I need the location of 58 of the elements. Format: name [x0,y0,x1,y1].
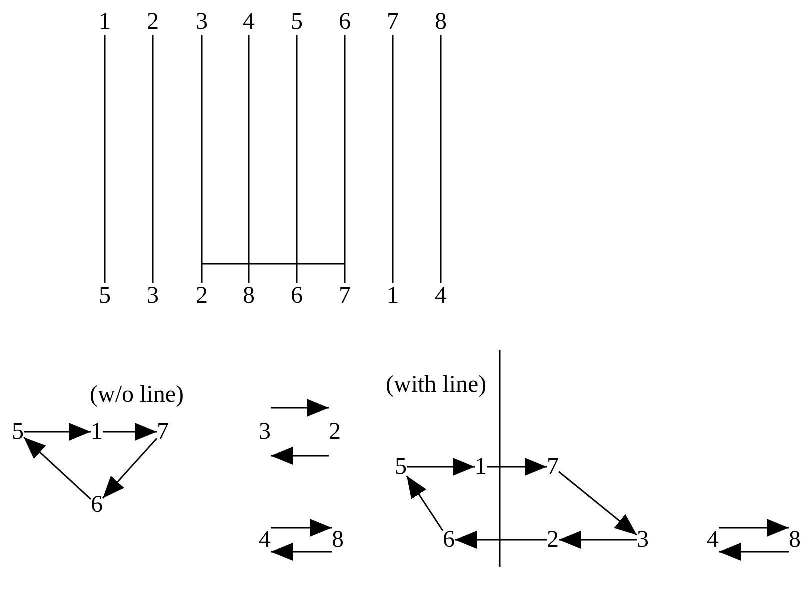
number-label: 1 [99,9,111,35]
number-label: 3 [637,527,649,553]
arrow [719,543,789,561]
connector-line [392,35,394,283]
number-label: 6 [443,527,455,553]
arrow [271,519,332,537]
arrow [455,531,547,549]
arrow [487,458,547,476]
number-label: 2 [547,527,559,553]
connector-line [152,35,154,283]
number-label: 5 [395,454,407,480]
arrow [719,519,789,537]
number-label: 1 [387,283,399,309]
arrow [24,423,91,441]
number-label: 1 [91,419,103,445]
section-label: (with line) [386,372,487,398]
section-label: (w/o line) [90,382,184,408]
number-label: 7 [387,9,399,35]
connector-line [440,35,442,283]
arrow [406,476,444,532]
number-label: 1 [475,454,487,480]
number-label: 8 [243,283,255,309]
number-label: 5 [291,9,303,35]
number-label: 6 [339,9,351,35]
number-label: 7 [547,454,559,480]
arrow [271,399,329,417]
number-label: 8 [789,527,801,553]
number-label: 5 [99,283,111,309]
arrow [407,458,475,476]
number-label: 3 [259,419,271,445]
arrow [271,543,332,561]
number-label: 8 [332,527,344,553]
number-label: 4 [435,283,447,309]
number-label: 7 [157,419,169,445]
number-label: 4 [243,9,255,35]
connector-line [296,35,298,283]
arrow [558,471,638,536]
number-label: 2 [196,283,208,309]
connector-line [104,35,106,283]
number-label: 8 [435,9,447,35]
arrow [102,438,158,499]
number-label: 3 [147,283,159,309]
number-label: 7 [339,283,351,309]
number-label: 4 [259,527,271,553]
connector-line [201,35,203,283]
number-label: 2 [329,419,341,445]
arrow [24,437,92,500]
arrow [559,531,637,549]
number-label: 2 [147,9,159,35]
arrow [103,423,157,441]
connector-line [248,35,250,283]
number-label: 6 [91,492,103,518]
number-label: 5 [12,419,24,445]
number-label: 3 [196,9,208,35]
arrow [271,447,329,465]
number-label: 4 [707,527,719,553]
connector-line [344,35,346,283]
number-label: 6 [291,283,303,309]
